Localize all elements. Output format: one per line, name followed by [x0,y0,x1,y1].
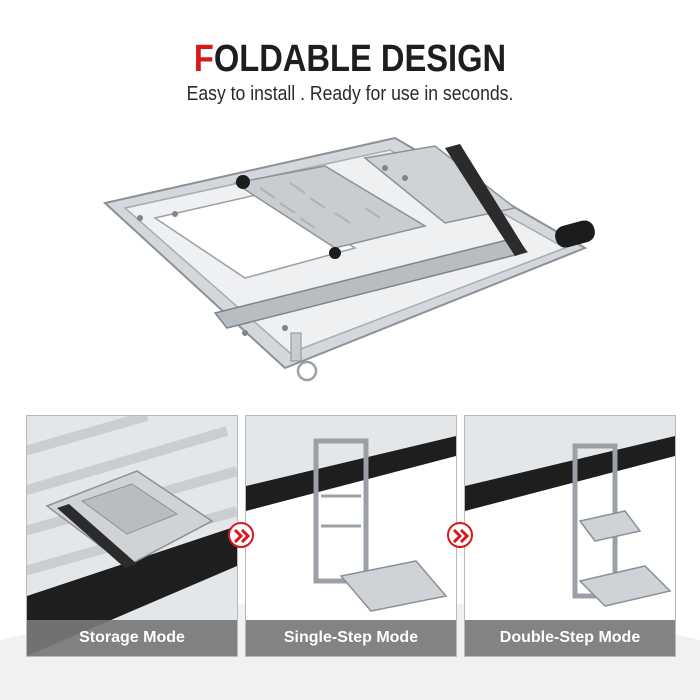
page-subtitle: Easy to install . Ready for use in secon… [186,83,514,105]
storage-mode-panel: Storage Mode [26,415,238,657]
double-chevron-right-icon [447,522,473,548]
page-title: FOLDABLE DESIGN [49,38,651,81]
folded-step-illustration [102,136,595,382]
double-step-mode-panel: Double-Step Mode [464,415,676,657]
mode-label: Single-Step Mode [246,620,456,656]
mode-label: Double-Step Mode [465,620,675,656]
single-step-mode-illustration [246,416,456,656]
double-step-mode-illustration [465,416,675,656]
title-accent-letter: F [193,38,214,80]
single-step-mode-panel: Single-Step Mode [245,415,457,657]
mode-label: Storage Mode [27,620,237,656]
title-rest: OLDABLE DESIGN [213,38,507,80]
double-chevron-right-icon [228,522,254,548]
